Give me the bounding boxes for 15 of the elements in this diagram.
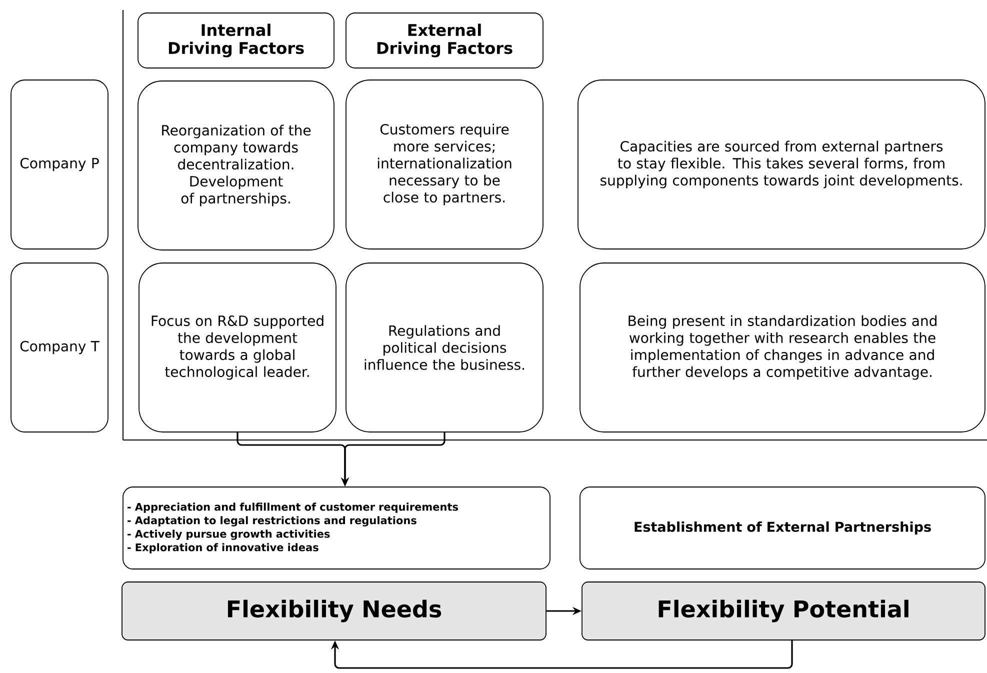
row-label-box: Company P [10, 80, 108, 250]
flexibility-box: Flexibility Needs [122, 582, 546, 640]
factor-box: Focus on R&D supported the development towards a global technological leader. [138, 262, 336, 432]
header-box: External Driving Factors [346, 12, 544, 68]
factor-box: Customers require more services; internationalization necessary to be close to partners. [346, 80, 544, 250]
factor-box: Being present in standardization bodies and working together with research enables the implementation of changes in advance and further develops a competitive advantage. [580, 262, 986, 432]
row-label-box: Company T [10, 262, 108, 432]
result-box: Establishment of External Partnerships [580, 486, 986, 570]
factor-box: Reorganization of the company towards decentralization. Development of partnerships. [138, 80, 334, 250]
flexibility-box: Flexibility Potential [582, 582, 986, 640]
factor-box: Regulations and political decisions influence the business. [346, 262, 544, 432]
list-box: - Appreciation and fulfillment of customer requirements - Adaptation to legal restrictions and regulations - Actively pursue growth activities - Exploration of innovative ideas [122, 486, 550, 570]
factor-box: Capacities are sourced from external partners to stay flexible. This takes several forms, from supplying components towards joint developments. [578, 80, 986, 250]
header-box: Internal Driving Factors [138, 12, 334, 68]
arrow [330, 640, 793, 669]
